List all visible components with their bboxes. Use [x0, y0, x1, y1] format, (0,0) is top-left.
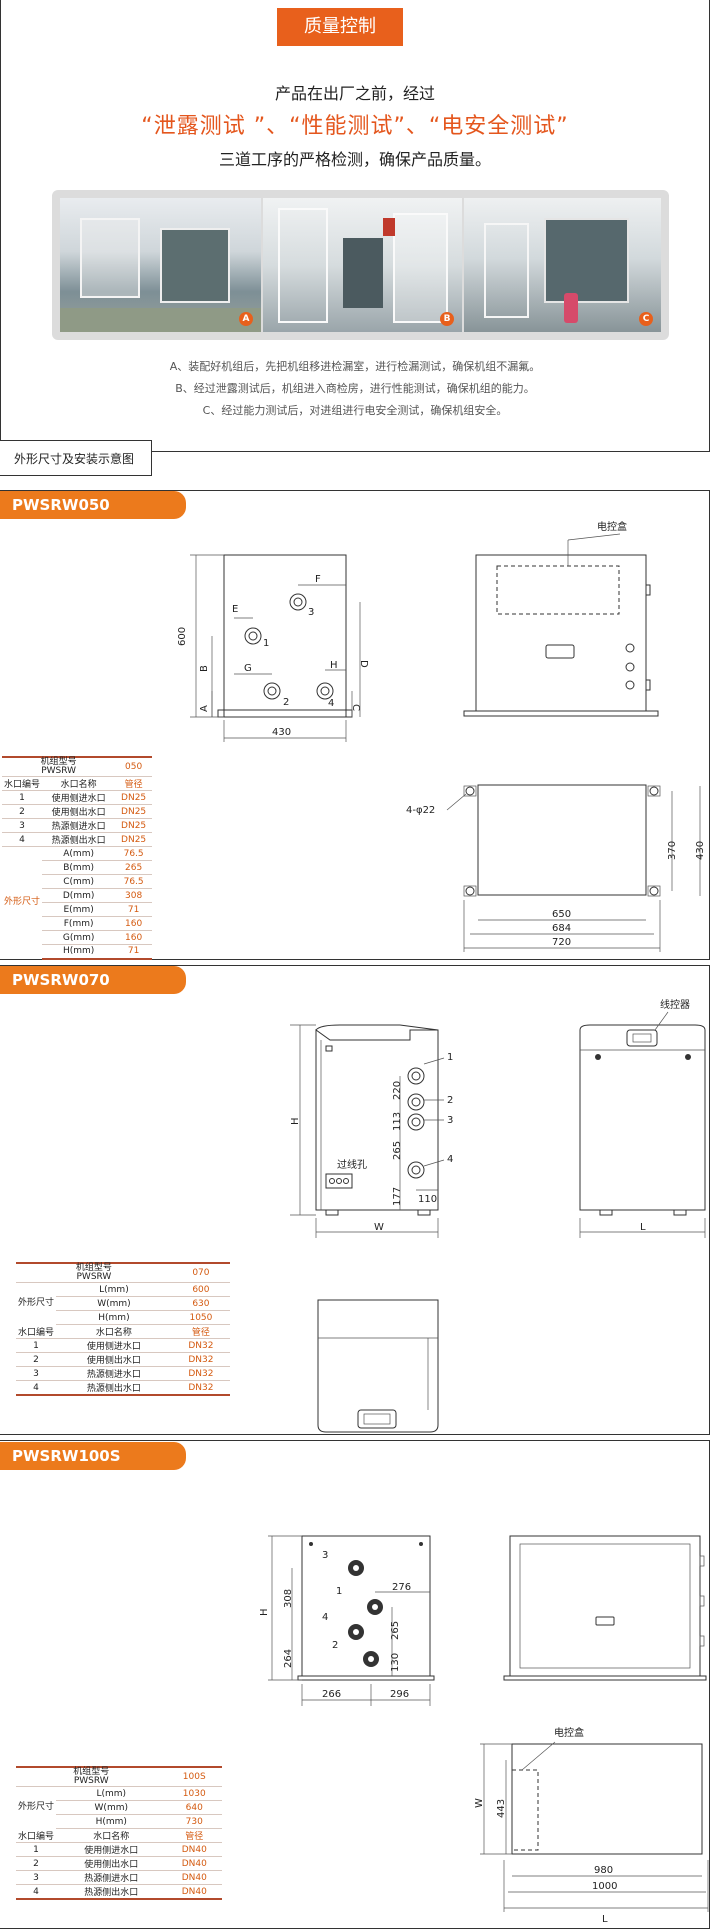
photo-badge-c: C — [639, 312, 653, 326]
svg-text:4: 4 — [322, 1612, 328, 1623]
model-050-tab: PWSRW050 — [0, 491, 186, 519]
svg-text:443: 443 — [496, 1799, 507, 1818]
quality-control-title: 质量控制 — [277, 8, 403, 46]
step-c-text: C、经过能力测试后，对进组进行电安全测试，确保机组安全。 — [202, 404, 508, 417]
svg-text:G: G — [244, 663, 252, 674]
svg-text:1: 1 — [336, 1586, 342, 1597]
svg-text:684: 684 — [552, 923, 571, 934]
svg-text:H: H — [290, 1117, 301, 1125]
svg-text:600: 600 — [177, 627, 188, 646]
svg-text:265: 265 — [390, 1621, 401, 1640]
svg-text:110: 110 — [418, 1194, 437, 1205]
svg-text:1: 1 — [447, 1052, 453, 1063]
svg-text:220: 220 — [392, 1081, 403, 1100]
svg-text:3: 3 — [322, 1550, 328, 1561]
step-a-text: A、装配好机组后，先把机组移进检漏室，进行检漏测试，确保机组不漏氟。 — [169, 360, 541, 373]
test-photo-strip: A B C — [52, 190, 669, 340]
svg-text:A: A — [199, 705, 210, 712]
svg-text:线控器: 线控器 — [660, 998, 690, 1011]
svg-text:177: 177 — [392, 1187, 403, 1206]
intro-tests-line: “泄露测试 ”、“性能测试”、“电安全测试” — [141, 114, 569, 139]
svg-text:D: D — [358, 660, 369, 668]
svg-text:电控盒: 电控盒 — [554, 1726, 584, 1739]
svg-text:980: 980 — [594, 1865, 613, 1876]
svg-text:113: 113 — [392, 1112, 403, 1131]
svg-text:F: F — [315, 574, 321, 585]
svg-text:720: 720 — [552, 937, 571, 948]
model-100s-tab: PWSRW100S — [0, 1442, 186, 1470]
svg-text:C: C — [350, 704, 361, 711]
dims-side-label: 外形尺寸 — [4, 897, 41, 908]
svg-text:1: 1 — [263, 638, 269, 649]
svg-text:2: 2 — [283, 697, 289, 708]
svg-text:H: H — [259, 1608, 270, 1616]
svg-text:过线孔: 过线孔 — [337, 1158, 367, 1171]
svg-text:L: L — [640, 1222, 646, 1233]
svg-text:276: 276 — [392, 1582, 411, 1593]
svg-text:E: E — [232, 604, 238, 615]
svg-text:4-φ22: 4-φ22 — [406, 805, 435, 816]
intro-line-3: 三道工序的严格检测，确保产品质量。 — [218, 150, 491, 169]
svg-text:W: W — [374, 1222, 384, 1233]
svg-text:电控盒: 电控盒 — [597, 520, 627, 533]
svg-text:430: 430 — [695, 841, 706, 860]
svg-text:265: 265 — [392, 1141, 403, 1160]
intro-line-1: 产品在出厂之前，经过 — [274, 84, 435, 103]
svg-text:430: 430 — [272, 727, 291, 738]
svg-text:4: 4 — [447, 1154, 453, 1165]
test-room-photo: A — [60, 198, 261, 332]
svg-text:2: 2 — [447, 1095, 453, 1106]
svg-text:308: 308 — [283, 1589, 294, 1608]
svg-text:130: 130 — [390, 1653, 401, 1672]
svg-text:1000: 1000 — [592, 1881, 617, 1892]
svg-text:3: 3 — [447, 1115, 453, 1126]
svg-text:3: 3 — [308, 607, 314, 618]
svg-text:H: H — [330, 660, 338, 671]
model-070-tab: PWSRW070 — [0, 966, 186, 994]
inspection-room-photo: B — [263, 198, 462, 332]
electrical-test-photo: C — [464, 198, 661, 332]
step-b-text: B、经过泄露测试后，机组进入商检房，进行性能测试，确保机组的能力。 — [175, 382, 535, 395]
svg-text:370: 370 — [667, 841, 678, 860]
svg-text:650: 650 — [552, 909, 571, 920]
svg-text:W: W — [474, 1798, 485, 1808]
svg-text:B: B — [199, 665, 210, 672]
svg-text:264: 264 — [283, 1649, 294, 1668]
photo-badge-a: A — [239, 312, 253, 326]
svg-text:266: 266 — [322, 1689, 341, 1700]
svg-text:2: 2 — [332, 1640, 338, 1651]
svg-text:4: 4 — [328, 698, 334, 709]
svg-text:L: L — [602, 1914, 608, 1925]
dimension-section-label: 外形尺寸及安装示意图 — [0, 440, 152, 476]
svg-text:296: 296 — [390, 1689, 409, 1700]
photo-badge-b: B — [440, 312, 454, 326]
